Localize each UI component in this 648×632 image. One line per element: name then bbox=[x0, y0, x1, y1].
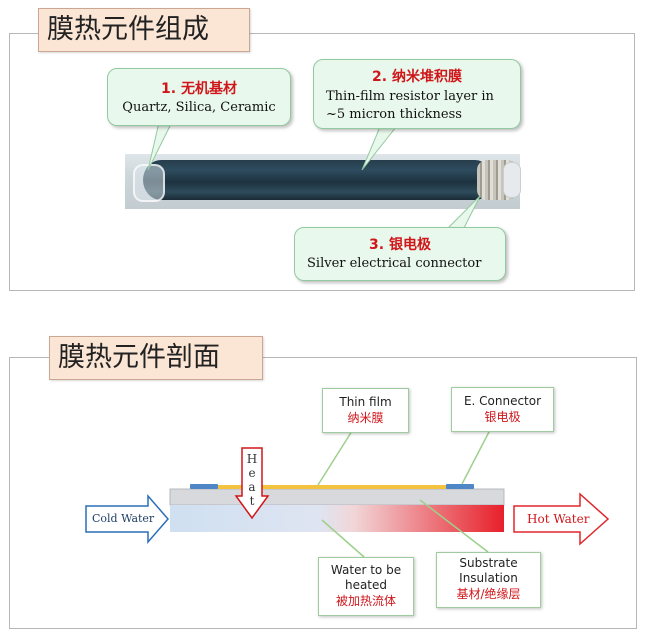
tube-right-end bbox=[503, 162, 521, 198]
connector-label-en: E. Connector bbox=[463, 394, 542, 408]
thin-film-label-cn: 纳米膜 bbox=[347, 411, 384, 425]
heat-letter: a bbox=[248, 480, 256, 494]
substrate-label-cn: 基材/绝缘层 bbox=[456, 587, 521, 601]
connector-label: E. Connector 银电极 bbox=[451, 387, 554, 432]
connector-label-cn: 银电极 bbox=[484, 410, 521, 424]
water-label-en-line2: heated bbox=[344, 578, 388, 592]
substrate-label-en-line2: Insulation bbox=[459, 571, 518, 585]
substrate-label: Substrate Insulation 基材/绝缘层 bbox=[436, 552, 541, 608]
thin-film-label-en: Thin film bbox=[339, 395, 392, 409]
section-title-composition: 膜热元件组成 bbox=[38, 8, 250, 52]
heat-label: H e a t bbox=[246, 452, 258, 508]
tube-film-body bbox=[143, 160, 493, 200]
callout-electrode-heading: 3. 银电极 bbox=[369, 237, 431, 253]
heat-letter: H bbox=[246, 452, 258, 466]
heat-letter: e bbox=[248, 466, 256, 480]
water-label: Water to be heated 被加热流体 bbox=[318, 557, 414, 616]
substrate-label-en-line1: Substrate bbox=[459, 556, 518, 570]
callout-film-heading: 2. 纳米堆积膜 bbox=[372, 69, 462, 85]
tube-glass-end bbox=[133, 164, 165, 202]
thin-film-label: Thin film 纳米膜 bbox=[322, 388, 409, 433]
callout-film-text-line1: Thin-film resistor layer in bbox=[326, 89, 494, 104]
callout-electrode-text: Silver electrical connector bbox=[307, 256, 482, 271]
callout-film: 2. 纳米堆积膜 Thin-film resistor layer in ~5 … bbox=[313, 59, 521, 129]
cold-water-label: Cold Water bbox=[92, 512, 155, 525]
hot-water-label: Hot Water bbox=[527, 512, 590, 526]
section-title-cross-section: 膜热元件剖面 bbox=[49, 336, 263, 380]
callout-film-text-line2: ~5 micron thickness bbox=[326, 107, 462, 122]
callout-electrode: 3. 银电极 Silver electrical connector bbox=[294, 227, 506, 281]
heating-tube-photo bbox=[125, 154, 521, 209]
water-label-en-line1: Water to be bbox=[330, 563, 402, 577]
callout-substrate-heading: 1. 无机基材 bbox=[161, 81, 237, 97]
heat-letter: t bbox=[249, 494, 255, 508]
callout-substrate: 1. 无机基材 Quartz, Silica, Ceramic bbox=[107, 68, 291, 126]
water-label-cn: 被加热流体 bbox=[335, 594, 396, 608]
callout-substrate-text: Quartz, Silica, Ceramic bbox=[122, 100, 276, 115]
